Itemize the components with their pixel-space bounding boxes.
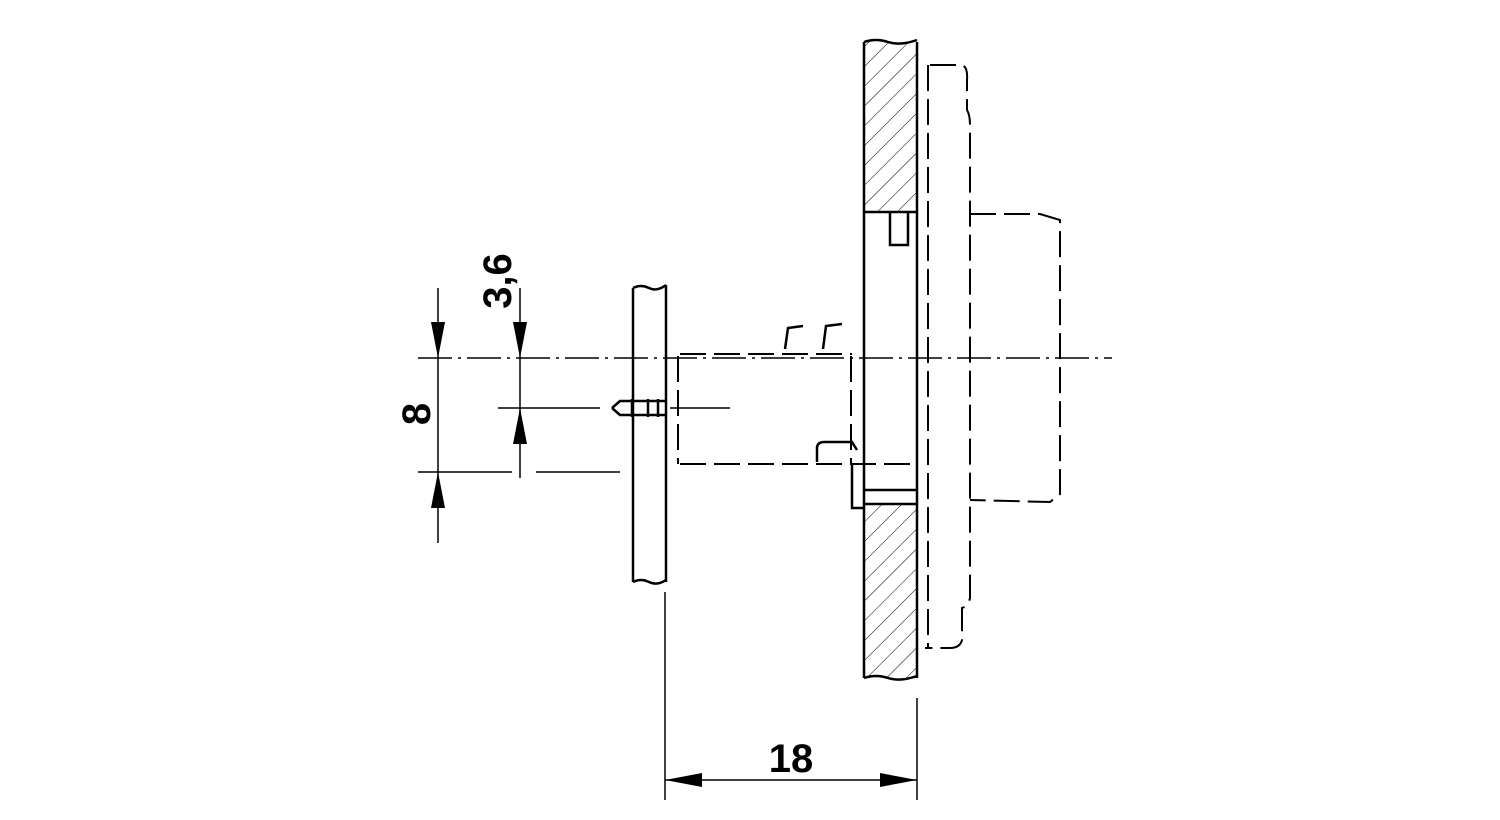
front-plate [631, 283, 668, 585]
dowel-pin [498, 399, 730, 417]
hidden-body [677, 322, 916, 510]
dimension-height-outer-label: 8 [395, 403, 439, 425]
cabinet-panel [862, 38, 919, 681]
dimension-width [664, 592, 918, 800]
dimension-height-offset [513, 288, 527, 478]
dimension-width-label: 18 [769, 737, 814, 781]
dimension-height-outer [418, 288, 620, 543]
dimension-height-offset-label: 3,6 [476, 253, 520, 309]
hidden-housing [925, 64, 1061, 649]
